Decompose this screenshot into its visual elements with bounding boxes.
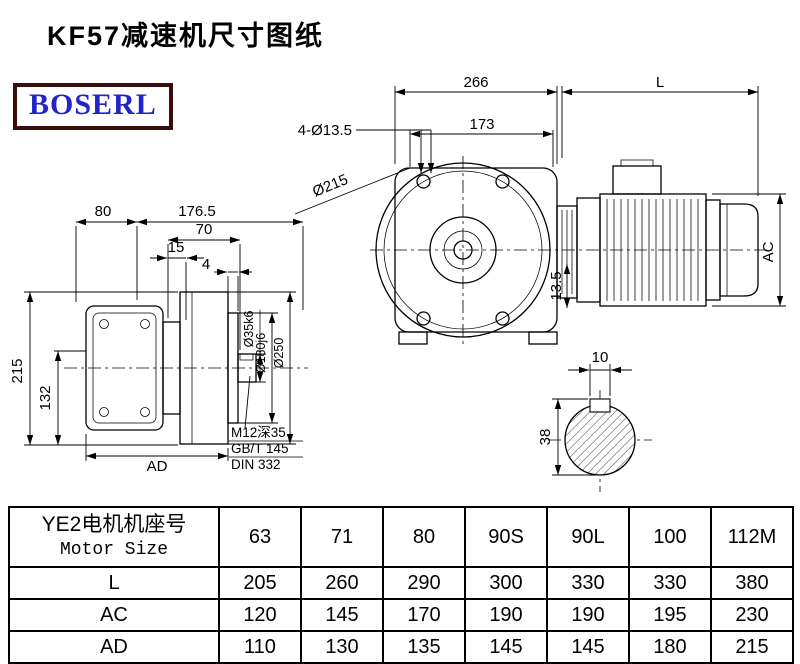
dim-L-label: L — [656, 74, 664, 91]
note-tapped-hole: M12深35 — [231, 425, 286, 440]
table-cell: 180 — [628, 630, 712, 664]
dim-4-label: 4 — [202, 256, 210, 273]
row-label-AC: AC — [8, 598, 220, 632]
bolt-hole — [495, 311, 510, 326]
dim-266-label: 266 — [463, 74, 488, 91]
table-cell: 190 — [546, 598, 630, 632]
keyway-notch — [589, 398, 611, 413]
page-title: KF57减速机尺寸图纸 — [47, 21, 325, 51]
table-cell: 230 — [710, 598, 794, 632]
cover-bolt — [99, 319, 109, 329]
table-cell: 260 — [300, 566, 384, 600]
table-cell: 215 — [710, 630, 794, 664]
bore-circle — [443, 230, 483, 270]
motor-size-90S: 90S — [464, 506, 548, 568]
fan-cover — [719, 203, 759, 297]
flange-od-label: Ø250 — [272, 338, 286, 369]
table-row-AC: AC 120 145 170 190 190 195 230 — [8, 598, 794, 632]
shaft-diameter-label: Ø35k6 — [242, 311, 256, 348]
flange-outer-circle — [375, 162, 551, 338]
bolt-hole — [495, 174, 510, 189]
table-cell: 380 — [710, 566, 794, 600]
housing-foot-left — [398, 331, 428, 345]
dim-15-label: 15 — [168, 239, 185, 256]
table-cell: 190 — [464, 598, 548, 632]
bolt-hole — [416, 174, 431, 189]
bolt-hole — [416, 311, 431, 326]
dim-70-label: 70 — [196, 221, 213, 238]
hub-circle — [429, 216, 497, 284]
motor-size-112M: 112M — [710, 506, 794, 568]
spigot-diameter-label: Ø180j6 — [254, 333, 268, 373]
row-label-AD: AD — [8, 630, 220, 664]
table-row-L: L 205 260 290 300 330 330 380 — [8, 566, 794, 600]
dim-AC-label: AC — [760, 241, 777, 262]
dim-80-label: 80 — [95, 203, 112, 220]
table-cell: 195 — [628, 598, 712, 632]
housing-foot-right — [528, 331, 558, 345]
table-cell: 170 — [382, 598, 466, 632]
boserl-logo-text: BOSERL — [29, 88, 157, 121]
motor-size-80: 80 — [382, 506, 466, 568]
motor-fins — [606, 199, 699, 301]
motor-size-71: 71 — [300, 506, 384, 568]
dim-173-label: 173 — [469, 116, 494, 133]
shaft-circle-front — [453, 240, 473, 260]
dim-13-5-label: 13.5 — [548, 271, 565, 300]
table-row-AD: AD 110 130 135 145 145 180 215 — [8, 630, 794, 664]
shaft-section-circle — [564, 404, 636, 476]
side-view: 80 176.5 70 15 4 215 132 AD — [9, 203, 308, 475]
table-cell: 145 — [300, 598, 384, 632]
note-standard-gbt: GB/T 145 — [231, 441, 289, 456]
front-view: 266 L 173 4-Ø13.5 Ø215 13.5 AC — [294, 74, 786, 347]
size-table: YE2电机机座号 Motor Size 63 71 80 90S 90L 100… — [8, 506, 794, 664]
header-en: Motor Size — [59, 540, 169, 560]
boserl-logo: BOSERL — [13, 83, 173, 130]
table-cell: 130 — [300, 630, 384, 664]
header-cn: YE2电机机座号 — [41, 513, 187, 536]
motor-size-100: 100 — [628, 506, 712, 568]
note-standard-din: DIN 332 — [231, 457, 281, 472]
cover-bolt — [99, 407, 109, 417]
dim-132-label: 132 — [37, 385, 54, 410]
table-cell: 110 — [218, 630, 302, 664]
dim-215-label: 215 — [9, 358, 26, 383]
table-cell: 300 — [464, 566, 548, 600]
key-width-label: 10 — [592, 349, 609, 366]
motor-size-63: 63 — [218, 506, 302, 568]
table-header-motor-size: YE2电机机座号 Motor Size — [8, 506, 220, 568]
table-cell: 290 — [382, 566, 466, 600]
table-cell: 330 — [546, 566, 630, 600]
table-cell: 135 — [382, 630, 466, 664]
table-cell: 205 — [218, 566, 302, 600]
row-label-L: L — [8, 566, 220, 600]
table-cell: 330 — [628, 566, 712, 600]
motor-size-90L: 90L — [546, 506, 630, 568]
terminal-box — [612, 165, 662, 195]
cover-bolt — [140, 407, 150, 417]
flange-inner-circle — [383, 170, 543, 330]
keyway — [239, 353, 254, 361]
dim-176-5-label: 176.5 — [178, 203, 216, 220]
key-height-label: 38 — [537, 429, 554, 446]
terminal-box-lid — [620, 159, 654, 167]
table-cell: 145 — [464, 630, 548, 664]
gearbox-body-inner — [92, 312, 157, 424]
table-cell: 120 — [218, 598, 302, 632]
flange-diameter-label: Ø215 — [310, 171, 350, 201]
shaft-section-view: 10 38 — [537, 349, 652, 492]
cover-bolt — [140, 319, 150, 329]
dim-AD-label: AD — [147, 458, 168, 475]
table-header-row: YE2电机机座号 Motor Size 63 71 80 90S 90L 100… — [8, 506, 794, 568]
dimension-drawing: 266 L 173 4-Ø13.5 Ø215 13.5 AC — [9, 74, 786, 492]
bolt-holes-label: 4-Ø13.5 — [298, 122, 352, 139]
table-cell: 145 — [546, 630, 630, 664]
